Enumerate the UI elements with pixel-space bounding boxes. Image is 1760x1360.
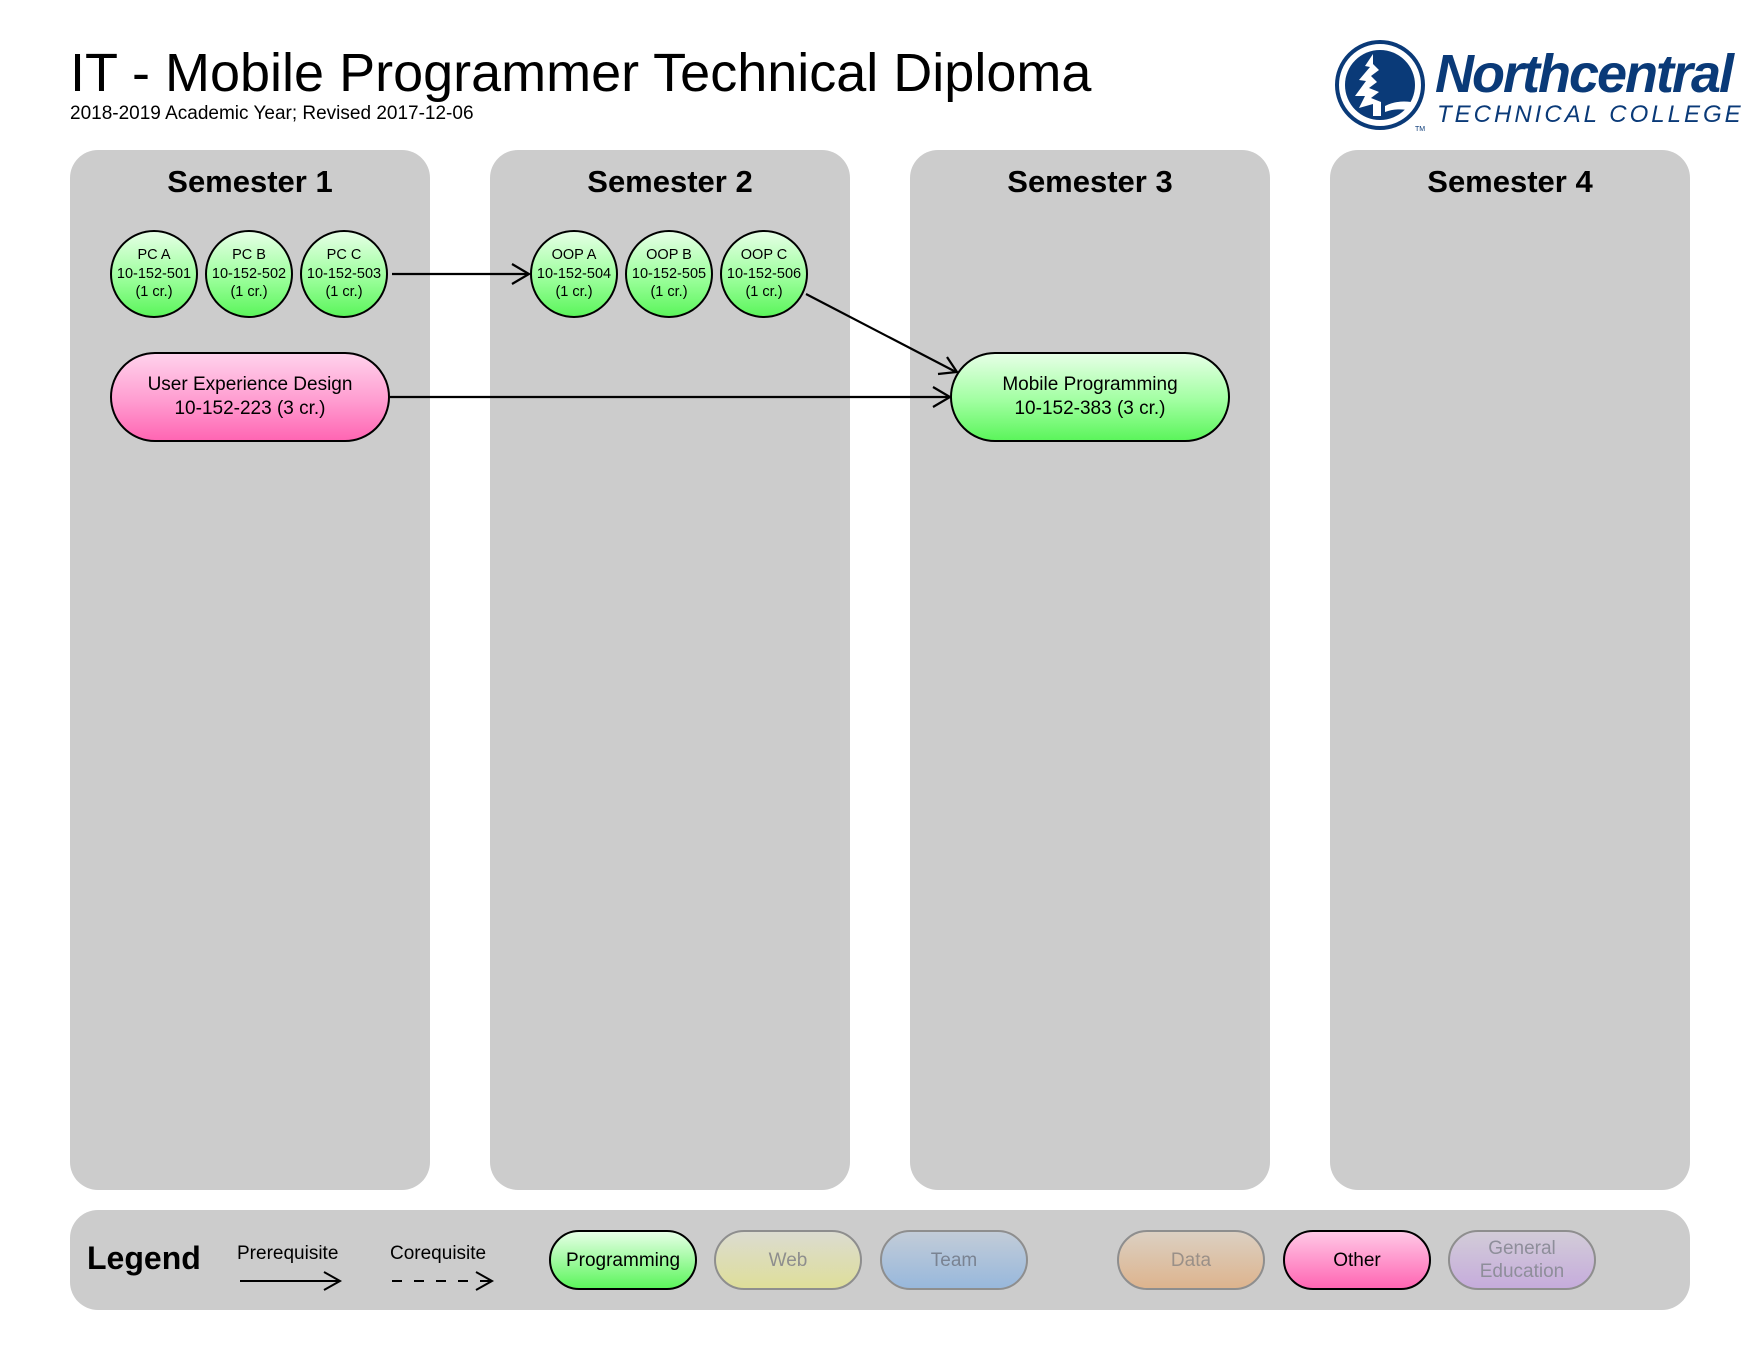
semester-4-column: Semester 4 <box>1330 150 1690 1190</box>
course-code-credits: 10-152-223 (3 cr.) <box>174 398 326 419</box>
course-name: OOP C <box>740 247 788 264</box>
logo-name: Northcentral <box>1435 44 1734 104</box>
course-name: PC A <box>137 247 171 264</box>
logo-subname: TECHNICAL COLLEGE <box>1437 101 1744 128</box>
course-name: Mobile Programming <box>1002 374 1178 395</box>
legend-category-web: Web <box>714 1230 862 1290</box>
legend: Legend Prerequisite Corequisite Programm… <box>70 1210 1690 1310</box>
legend-category-team: Team <box>880 1230 1028 1290</box>
semester-4-heading: Semester 4 <box>1427 164 1593 199</box>
course-name: OOP A <box>551 247 597 264</box>
course-code: 10-152-504 <box>536 265 612 282</box>
semester-1-column: Semester 1 <box>70 150 430 1190</box>
dashed-arrow-icon <box>392 1271 495 1291</box>
legend-category-data: Data <box>1117 1230 1265 1290</box>
course-mobile-programming[interactable]: Mobile Programming 10-152-383 (3 cr.) <box>950 352 1230 442</box>
semester-3-heading: Semester 3 <box>1007 164 1173 199</box>
legend-prerequisite-label: Prerequisite <box>237 1243 339 1264</box>
course-code: 10-152-505 <box>631 265 707 282</box>
page-title: IT - Mobile Programmer Technical Diploma <box>70 43 1092 103</box>
course-name: PC B <box>232 247 266 264</box>
course-oop-a[interactable]: OOP A 10-152-504 (1 cr.) <box>530 230 618 318</box>
semester-2-heading: Semester 2 <box>587 164 753 199</box>
semester-3-column: Semester 3 <box>910 150 1270 1190</box>
course-name: User Experience Design <box>147 374 353 395</box>
logo-trademark: TM <box>1415 126 1426 133</box>
course-credits: (1 cr.) <box>745 284 783 301</box>
semester-1-heading: Semester 1 <box>167 164 333 199</box>
course-code: 10-152-502 <box>211 265 287 282</box>
college-logo: Northcentral TECHNICAL COLLEGE TM <box>1335 40 1741 135</box>
course-credits: (1 cr.) <box>135 284 173 301</box>
course-credits: (1 cr.) <box>230 284 268 301</box>
legend-category-general-education: General Education <box>1448 1230 1596 1290</box>
legend-title: Legend <box>87 1240 201 1276</box>
semester-2-column: Semester 2 <box>490 150 850 1190</box>
legend-category-other: Other <box>1283 1230 1431 1290</box>
course-name: OOP B <box>646 247 692 264</box>
course-credits: (1 cr.) <box>555 284 593 301</box>
course-code: 10-152-501 <box>116 265 192 282</box>
legend-category-programming: Programming <box>549 1230 697 1290</box>
course-oop-b[interactable]: OOP B 10-152-505 (1 cr.) <box>625 230 713 318</box>
course-credits: (1 cr.) <box>325 284 363 301</box>
legend-corequisite-label: Corequisite <box>390 1243 487 1264</box>
pine-tree-icon <box>1335 40 1425 130</box>
course-name: PC C <box>326 247 362 264</box>
course-oop-c[interactable]: OOP C 10-152-506 (1 cr.) <box>720 230 808 318</box>
course-credits: (1 cr.) <box>650 284 688 301</box>
course-user-experience-design[interactable]: User Experience Design 10-152-223 (3 cr.… <box>110 352 390 442</box>
course-code: 10-152-506 <box>726 265 802 282</box>
page-subtitle: 2018-2019 Academic Year; Revised 2017-12… <box>70 103 474 124</box>
course-pc-b[interactable]: PC B 10-152-502 (1 cr.) <box>205 230 293 318</box>
course-pc-a[interactable]: PC A 10-152-501 (1 cr.) <box>110 230 198 318</box>
course-code-credits: 10-152-383 (3 cr.) <box>1014 398 1166 419</box>
solid-arrow-icon <box>240 1271 343 1291</box>
course-code: 10-152-503 <box>306 265 382 282</box>
course-pc-c[interactable]: PC C 10-152-503 (1 cr.) <box>300 230 388 318</box>
